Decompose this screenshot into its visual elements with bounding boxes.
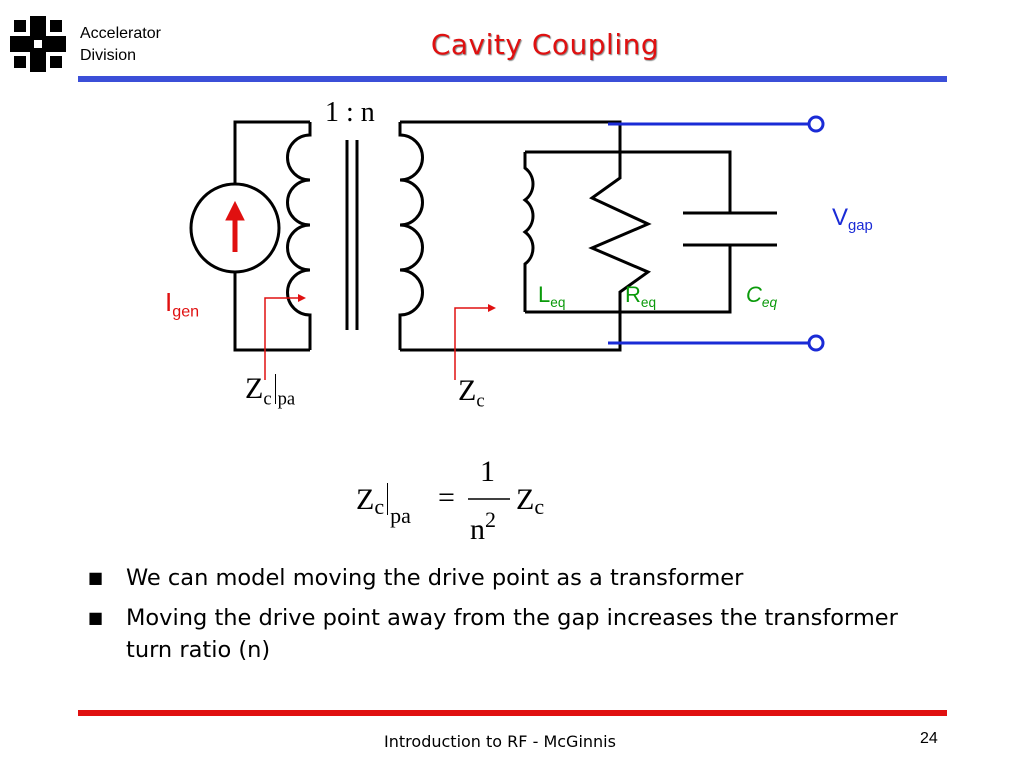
tank-top-rail xyxy=(525,150,732,213)
zc-label: Zc xyxy=(458,374,485,412)
bullet-square-icon: ■ xyxy=(88,608,104,627)
organization-name: Accelerator Division xyxy=(80,23,161,67)
r-eq-resistor xyxy=(588,152,652,312)
page-number: 24 xyxy=(920,730,938,747)
turn-ratio-label: 1 : n xyxy=(325,97,375,128)
formula-fraction-bar xyxy=(468,498,510,500)
current-arrow-icon xyxy=(225,200,245,252)
formula-rhs: Zc xyxy=(516,483,545,519)
org-line-2: Division xyxy=(80,47,137,64)
secondary-coil xyxy=(398,122,424,350)
secondary-return-wire xyxy=(400,312,622,352)
bullet-list: ■We can model moving the drive point as … xyxy=(88,562,948,674)
i-gen-label: Igen xyxy=(165,287,200,321)
formula-numerator: 1 xyxy=(480,455,495,488)
bullet-square-icon: ■ xyxy=(88,568,104,587)
r-eq-label: Req xyxy=(625,282,657,310)
footer-text: Introduction to RF - McGinnis xyxy=(384,732,616,751)
output-terminal-top-icon xyxy=(807,115,825,133)
c-eq-label: Ceq xyxy=(746,282,778,310)
formula-equals: = xyxy=(438,481,455,514)
circuit-diagram xyxy=(189,115,825,380)
bullet-item: ■We can model moving the drive point as … xyxy=(88,562,948,594)
tank-bottom-rail xyxy=(525,245,732,314)
primary-coil xyxy=(286,122,312,350)
secondary-loop-wire xyxy=(400,120,622,152)
top-divider xyxy=(78,76,947,82)
fermilab-logo-icon xyxy=(10,16,66,72)
zc-pa-pointer-arrow xyxy=(264,297,300,380)
org-line-1: Accelerator xyxy=(80,25,161,42)
bottom-divider xyxy=(78,710,947,716)
l-eq-label: Leq xyxy=(538,282,566,310)
v-gap-label: Vgap xyxy=(832,204,873,235)
output-terminal-bottom-icon xyxy=(807,334,825,352)
l-eq-inductor xyxy=(522,152,535,312)
formula-denominator: n2 xyxy=(470,507,496,546)
bullet-item: ■Moving the drive point away from the ga… xyxy=(88,602,948,666)
zc-pointer-arrow xyxy=(454,307,490,380)
slide-title: Cavity Coupling xyxy=(430,28,660,61)
